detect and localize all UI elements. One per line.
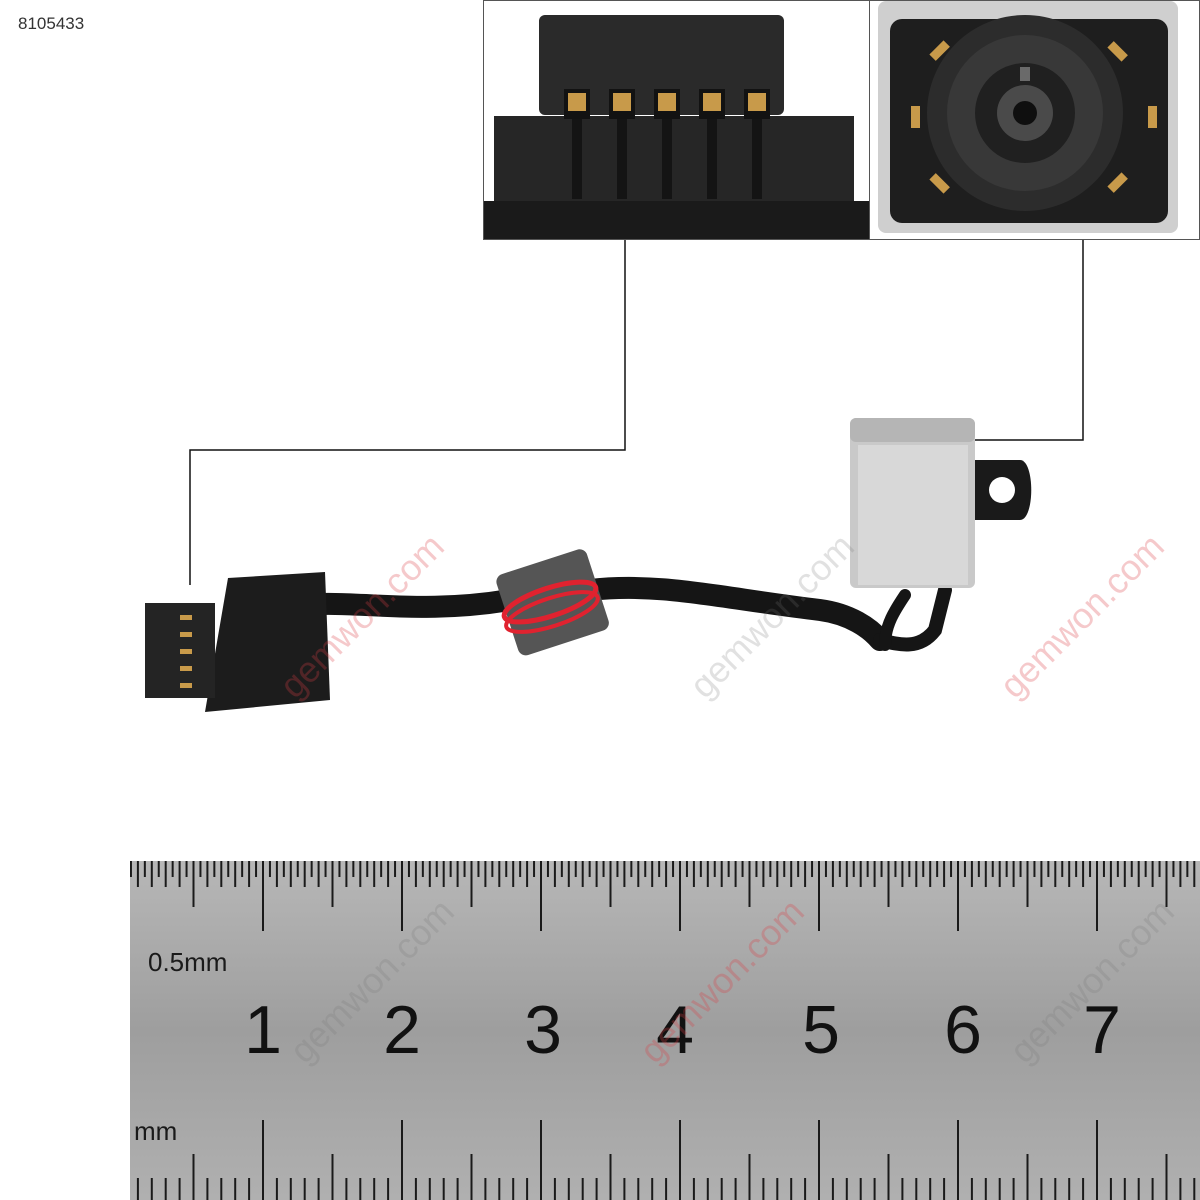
dc-jack-closeup-inset (869, 0, 1200, 240)
connector-closeup-inset (483, 0, 870, 240)
ruler-unit-label: mm (134, 1116, 178, 1146)
ruler-number-5: 5 (802, 992, 840, 1068)
ruler-number-2: 2 (383, 992, 421, 1068)
pin-connector (145, 572, 330, 712)
ruler-number-1: 1 (244, 992, 282, 1068)
dc-jack (850, 418, 1032, 588)
ruler-scale-label: 0.5mm (148, 947, 228, 977)
ferrite-bead (496, 549, 609, 656)
ruler-number-6: 6 (944, 992, 982, 1068)
product-photo (145, 240, 1084, 712)
cable (289, 576, 891, 651)
callout-lines (189, 240, 1084, 585)
ruler-number-4: 4 (656, 992, 694, 1068)
product-id-label: 8105433 (18, 14, 85, 33)
ruler-number-7: 7 (1083, 992, 1121, 1068)
ruler-number-3: 3 (524, 992, 562, 1068)
ruler: 0.5mm mm 1 2 3 4 5 6 7 (130, 861, 1200, 1200)
